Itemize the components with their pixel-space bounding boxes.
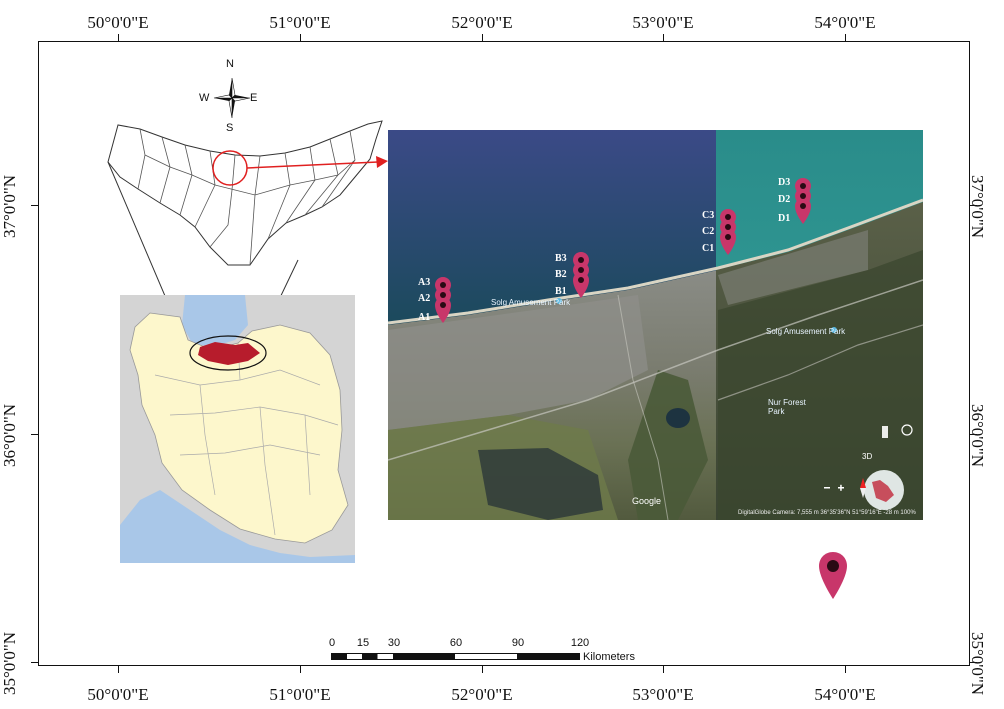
map-frame bbox=[38, 41, 970, 666]
point-label-b1: B1 bbox=[555, 286, 567, 297]
tick bbox=[845, 34, 846, 41]
point-label-a2: A2 bbox=[418, 293, 431, 304]
tick bbox=[118, 34, 119, 41]
park-label: Solg Amusement Park bbox=[766, 327, 846, 336]
point-label-b2: B2 bbox=[555, 269, 567, 280]
tick bbox=[300, 34, 301, 41]
lat-label-left: 36°0'0"N bbox=[0, 403, 20, 468]
compass-east: E bbox=[250, 92, 258, 104]
tick bbox=[663, 666, 664, 673]
point-label-a1: A1 bbox=[418, 312, 431, 323]
3d-button[interactable]: 3D bbox=[862, 452, 873, 461]
compass-south: S bbox=[226, 122, 234, 134]
point-label-d3: D3 bbox=[778, 177, 791, 188]
scale-tick-label: 15 bbox=[356, 637, 370, 649]
satellite-svg bbox=[388, 130, 923, 520]
satellite-image: A3 A2 A1 B3 B2 B1 C3 C2 C1 D3 D2 D1 Solg… bbox=[388, 130, 923, 520]
tick bbox=[482, 34, 483, 41]
point-label-b3: B3 bbox=[555, 253, 567, 264]
location-pin-icon bbox=[819, 552, 847, 599]
scale-tick-label: 120 bbox=[570, 637, 590, 649]
tick bbox=[970, 434, 977, 435]
lon-label-top: 54°0'0"E bbox=[814, 13, 876, 32]
point-label-c1: C1 bbox=[702, 243, 715, 254]
scale-unit-label: Kilometers bbox=[583, 651, 635, 663]
tick bbox=[970, 662, 977, 663]
sampling-pin-group-b bbox=[573, 252, 589, 298]
point-label-d1: D1 bbox=[778, 213, 791, 224]
sampling-pin-group-c bbox=[720, 209, 736, 255]
sampling-pin-group-d bbox=[795, 178, 811, 224]
point-label-d2: D2 bbox=[778, 194, 791, 205]
compass-north: N bbox=[226, 58, 234, 70]
lat-label-left: 37°0'0"N bbox=[0, 174, 20, 239]
imagery-footer: DigitalGlobe Camera: 7,555 m 36°35'36"N … bbox=[738, 510, 916, 516]
lon-label-top: 50°0'0"E bbox=[87, 13, 149, 32]
tick bbox=[31, 434, 38, 435]
scale-tick-label: 30 bbox=[387, 637, 401, 649]
lon-label-top: 52°0'0"E bbox=[451, 13, 513, 32]
lat-label-right: 36°0'0"N bbox=[968, 403, 988, 468]
sampling-pin-group-a bbox=[435, 277, 451, 323]
tick bbox=[482, 666, 483, 673]
north-arrow-icon bbox=[213, 77, 251, 119]
scale-bar bbox=[331, 653, 580, 660]
tick bbox=[663, 34, 664, 41]
lon-label-top: 53°0'0"E bbox=[632, 13, 694, 32]
iran-map-svg bbox=[120, 295, 355, 563]
forest-label: Nur Forest Park bbox=[768, 398, 806, 416]
park-label: Solg Amusement Park bbox=[491, 298, 571, 307]
google-logo: Google bbox=[632, 496, 662, 506]
tick bbox=[845, 666, 846, 673]
lon-label-bottom: 54°0'0"E bbox=[814, 685, 876, 704]
iran-inset-map bbox=[120, 295, 355, 563]
scale-tick-label: 0 bbox=[328, 637, 336, 649]
point-label-c2: C2 bbox=[702, 226, 715, 237]
tick bbox=[300, 666, 301, 673]
lon-label-bottom: 51°0'0"E bbox=[269, 685, 331, 704]
tick bbox=[31, 205, 38, 206]
tick bbox=[970, 205, 977, 206]
point-label-a3: A3 bbox=[418, 277, 431, 288]
tick bbox=[118, 666, 119, 673]
tick bbox=[31, 662, 38, 663]
lon-label-bottom: 53°0'0"E bbox=[632, 685, 694, 704]
point-label-c3: C3 bbox=[702, 210, 715, 221]
province-outline-map bbox=[107, 120, 388, 266]
compass-west: W bbox=[199, 92, 210, 104]
lat-label-left: 35°0'0"N bbox=[0, 631, 20, 696]
lon-label-bottom: 52°0'0"E bbox=[451, 685, 513, 704]
scale-tick-label: 60 bbox=[449, 637, 463, 649]
lat-label-right: 35°0'0"N bbox=[968, 631, 988, 696]
lon-label-bottom: 50°0'0"E bbox=[87, 685, 149, 704]
lon-label-top: 51°0'0"E bbox=[269, 13, 331, 32]
lat-label-right: 37°0'0"N bbox=[968, 174, 988, 239]
scale-tick-label: 90 bbox=[511, 637, 525, 649]
